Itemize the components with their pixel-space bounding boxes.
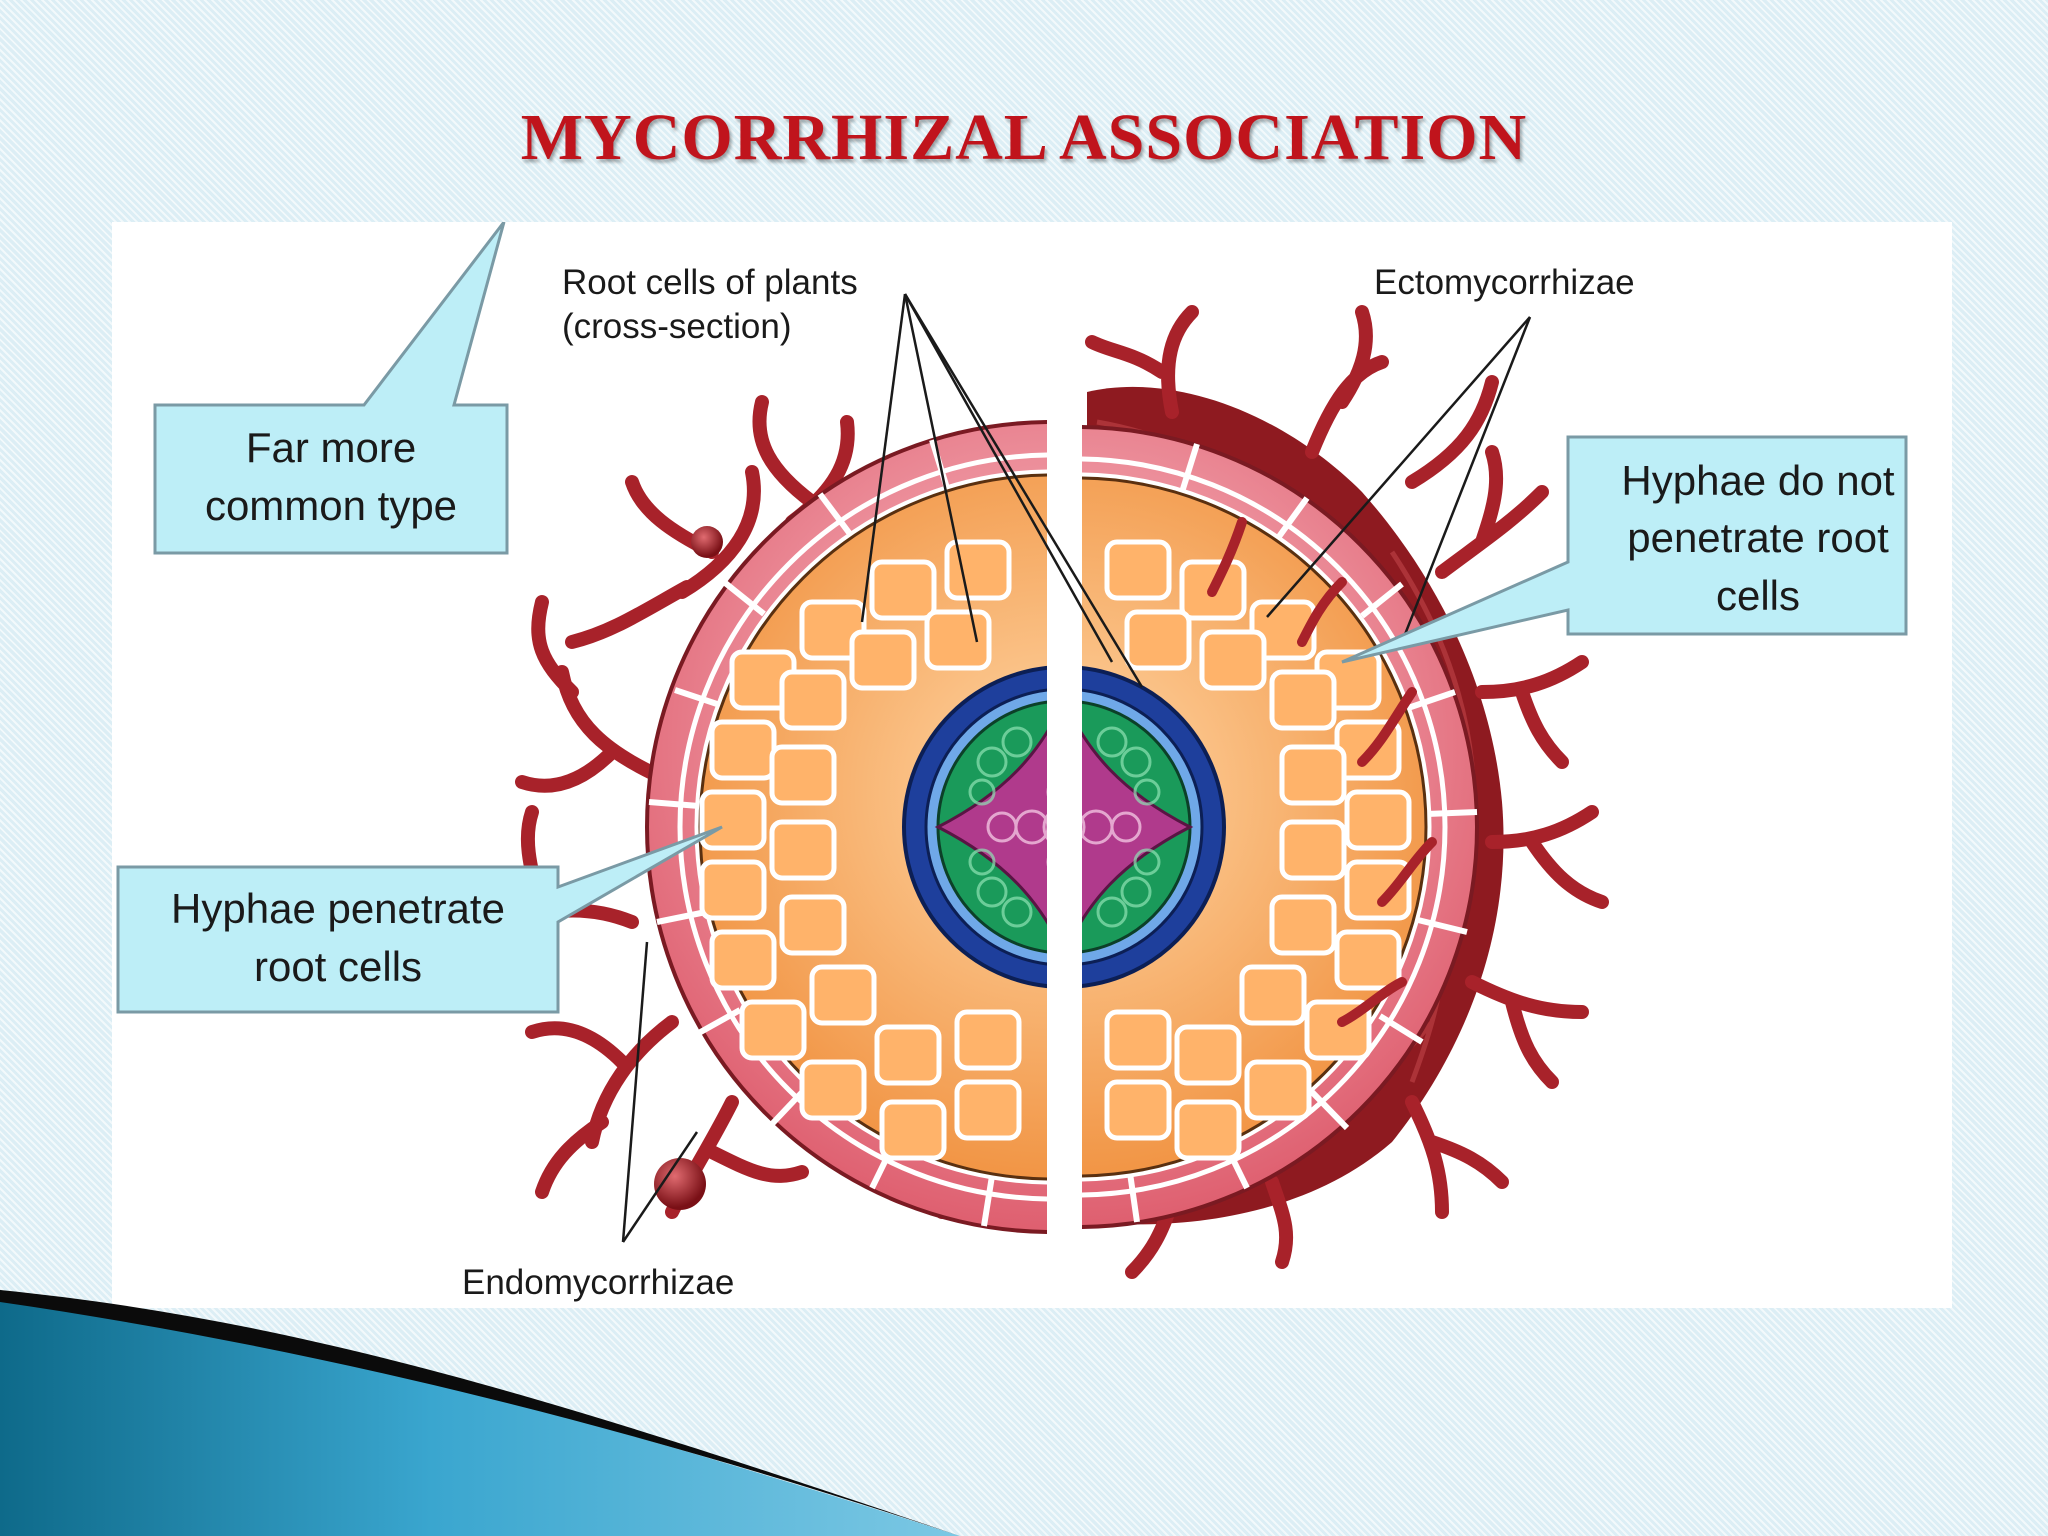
cortex-cells-right: [1104, 539, 1412, 1161]
mycorrhiza-diagram: Far more common type Hyphae penetrate ro…: [112, 222, 1952, 1308]
far-more-line1: Far more: [246, 424, 416, 471]
root-right-half: [1082, 425, 1479, 1229]
callout-hyphae-penetrate: Hyphae penetrate root cells: [116, 825, 723, 1014]
root-left-half: [645, 420, 1047, 1234]
endo-vesicle-top: [691, 526, 723, 558]
callout-hyphae-not-penetrate: Hyphae do not penetrate root cells: [1341, 435, 1908, 664]
hyphae-penetrate-line1: Hyphae penetrate: [171, 885, 505, 932]
pointer-lines: [621, 293, 1532, 1243]
hyphae-penetrate-line2: root cells: [254, 943, 422, 990]
decorative-swoosh: [0, 1290, 960, 1536]
hyphae-not-line2: penetrate root: [1627, 514, 1889, 561]
hyphae-not-line1: Hyphae do not: [1621, 457, 1895, 504]
ecto-hyphae: [1085, 305, 1609, 1279]
callout-far-more-common: Far more common type: [153, 222, 509, 555]
slide-title: MYCORRHIZAL ASSOCIATION: [520, 101, 1528, 174]
hyphae-not-line3: cells: [1716, 572, 1800, 619]
label-root-cells-line2: (cross-section): [562, 307, 791, 346]
far-more-line2: common type: [205, 482, 457, 529]
cortex-cells-left: [699, 539, 1022, 1161]
endo-vesicle-bottom: [654, 1158, 706, 1210]
label-root-cells-line1: Root cells of plants: [562, 263, 858, 302]
label-endomycorrhizae: Endomycorrhizae: [462, 1263, 734, 1302]
label-ectomycorrhizae: Ectomycorrhizae: [1374, 263, 1635, 302]
epidermis-cell-walls-right: [1127, 443, 1478, 1223]
center-divider: [1047, 372, 1082, 1272]
ecto-hartig-net: [1207, 517, 1437, 1027]
